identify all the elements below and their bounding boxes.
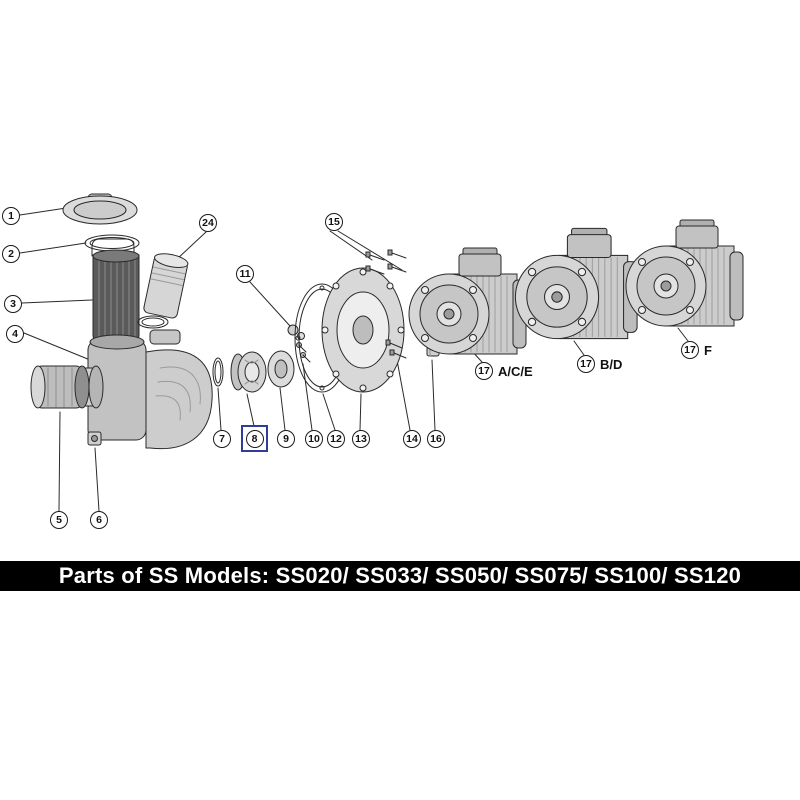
callout-17-bd: 17 B/D xyxy=(577,355,622,373)
callout-13: 13 xyxy=(352,430,370,448)
callout-6: 6 xyxy=(90,511,108,529)
callout-9: 9 xyxy=(277,430,295,448)
part-strainer-basket xyxy=(91,238,140,348)
callout-15: 15 xyxy=(325,213,343,231)
part-diffuser xyxy=(267,350,295,388)
model-banner: Parts of SS Models: SS020/ SS033/ SS050/… xyxy=(0,561,800,591)
part-drain-plug xyxy=(87,431,102,446)
part-motor-ace xyxy=(408,247,527,355)
motor-variant-label-bd: B/D xyxy=(600,356,623,372)
part-diffuser-screws xyxy=(296,342,311,363)
part-bolts-mid xyxy=(385,339,407,359)
motor-variant-label-f: F xyxy=(704,342,712,358)
callout-14: 14 xyxy=(403,430,421,448)
motor-variant-label-ace: A/C/E xyxy=(498,363,533,379)
callout-4: 4 xyxy=(6,325,24,343)
callout-17-f: 17 F xyxy=(681,341,712,359)
part-union-tailpiece xyxy=(143,253,189,319)
part-impeller xyxy=(230,351,267,393)
callout-8: 8 xyxy=(245,429,264,448)
part-motor-bolts-top xyxy=(365,249,407,275)
callout-3: 3 xyxy=(4,295,22,313)
callout-17-ace-circle: 17 xyxy=(475,362,493,380)
callout-24: 24 xyxy=(199,214,217,232)
callout-17-ace: 17 A/C/E xyxy=(475,362,533,380)
callout-5: 5 xyxy=(50,511,68,529)
part-strainer-lid xyxy=(62,193,138,225)
callout-11: 11 xyxy=(236,265,254,283)
callout-17-f-circle: 17 xyxy=(681,341,699,359)
part-oring-impeller xyxy=(212,357,224,387)
callout-16: 16 xyxy=(427,430,445,448)
callout-12: 12 xyxy=(327,430,345,448)
leader-lines xyxy=(19,204,689,512)
part-motor-bd xyxy=(514,227,638,340)
part-motor-f xyxy=(625,219,744,327)
callout-7: 7 xyxy=(213,430,231,448)
highlighted-part-box: 8 xyxy=(241,425,268,452)
callout-2: 2 xyxy=(2,245,20,263)
part-pump-body xyxy=(61,329,213,450)
part-seal-plate xyxy=(321,267,405,393)
callout-1: 1 xyxy=(2,207,20,225)
callout-10: 10 xyxy=(305,430,323,448)
part-union-nut xyxy=(30,365,90,409)
part-union-oring-small xyxy=(137,315,169,329)
model-banner-text: Parts of SS Models: SS020/ SS033/ SS050/… xyxy=(58,563,742,588)
callout-17-bd-circle: 17 xyxy=(577,355,595,373)
